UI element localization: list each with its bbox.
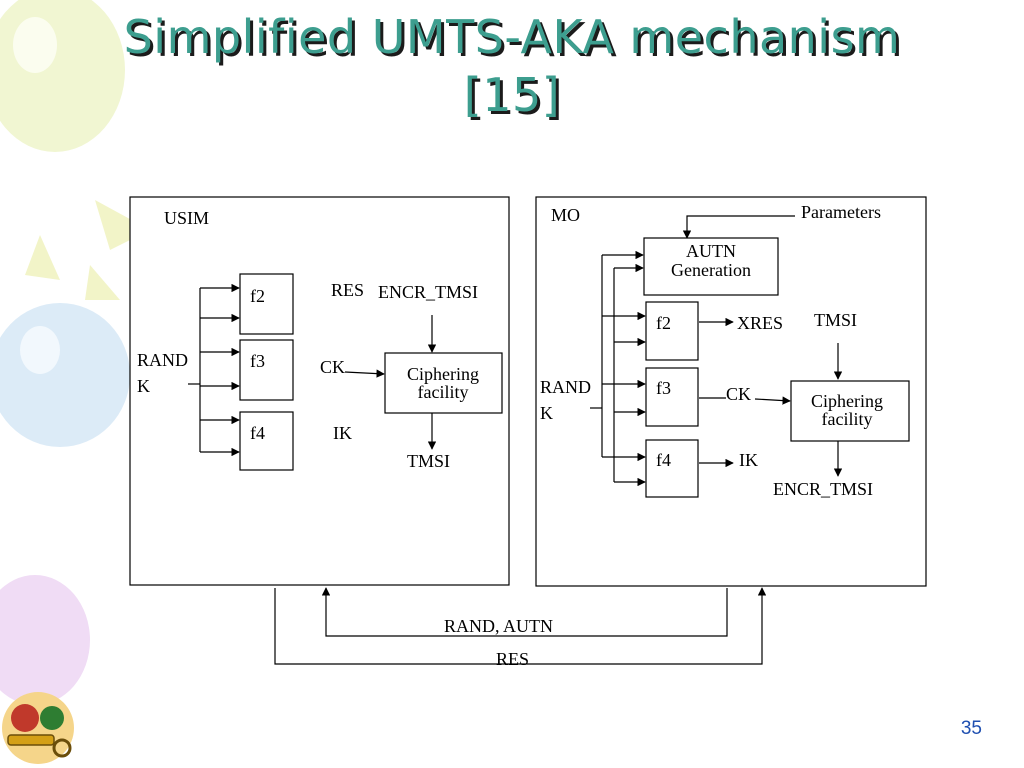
usim-label: USIM <box>164 208 209 228</box>
usim-cipher-line2: facility <box>418 382 469 402</box>
mo-cipher-line1: Ciphering <box>811 391 883 411</box>
usim-f3-box: f3 <box>239 339 294 401</box>
mo-tmsi-label: TMSI <box>814 310 857 330</box>
usim-f2-label: f2 <box>250 286 265 306</box>
res-link-label: RES <box>496 649 529 669</box>
rand-autn-label: RAND, AUTN <box>444 616 553 636</box>
mo-ciphering-box: Ciphering facility <box>790 380 910 442</box>
mo-ik-label: IK <box>739 450 758 470</box>
usim-ck-label: CK <box>320 357 345 377</box>
usim-cipher-line1: Ciphering <box>407 364 479 384</box>
usim-cipher-arrows <box>344 315 437 450</box>
mo-f2-box: f2 <box>645 301 699 361</box>
mo-output-arrows <box>699 317 843 477</box>
usim-ik-label: IK <box>333 423 352 443</box>
usim-panel: USIM RAND K f2 f3 f4 RES ENCR_TMSI C <box>129 196 510 586</box>
usim-ciphering-box: Ciphering facility <box>384 352 503 414</box>
mo-encr-tmsi-label: ENCR_TMSI <box>773 479 873 499</box>
usim-encr-tmsi-label: ENCR_TMSI <box>378 282 478 302</box>
usim-tmsi-label: TMSI <box>407 451 450 471</box>
usim-input-k: K <box>137 376 150 396</box>
mo-autn-line1: AUTN <box>686 241 736 261</box>
usim-input-rand: RAND <box>137 350 188 370</box>
mo-autn-box: AUTN Generation <box>643 237 779 296</box>
key-logo <box>2 692 74 764</box>
balloon-blue <box>0 303 130 447</box>
mo-f2-label: f2 <box>656 313 671 333</box>
mo-parameters-label: Parameters <box>801 202 881 222</box>
mo-f3-label: f3 <box>656 378 671 398</box>
mo-cipher-line2: facility <box>822 409 873 429</box>
rand-autn-link <box>321 587 728 637</box>
usim-mo-links <box>274 587 767 665</box>
mo-input-rand: RAND <box>540 377 591 397</box>
mo-input-branches <box>590 250 646 487</box>
mo-label: MO <box>551 205 580 225</box>
slide-title: Simplified UMTS-AKA mechanism [15] <box>60 8 964 124</box>
mo-f3-box: f3 <box>645 367 699 427</box>
slide-title-line2: [15] <box>463 68 561 122</box>
usim-res-label: RES <box>331 280 364 300</box>
sun-rays <box>25 200 150 300</box>
mo-f4-label: f4 <box>656 450 671 470</box>
mo-panel: MO Parameters AUTN Generation RAND K <box>535 196 927 587</box>
mo-xres-label: XRES <box>737 313 783 333</box>
usim-f4-box: f4 <box>239 411 294 471</box>
mo-f4-box: f4 <box>645 439 699 498</box>
mo-parameters-arrow <box>682 215 795 239</box>
balloon-purple <box>0 575 90 705</box>
usim-input-branches <box>188 283 240 457</box>
usim-f2-box: f2 <box>239 273 294 335</box>
usim-f4-label: f4 <box>250 423 265 443</box>
slide-title-line1: Simplified UMTS-AKA mechanism <box>123 10 901 64</box>
slide-number: 35 <box>960 718 982 739</box>
mo-input-k: K <box>540 403 553 423</box>
balloon-yellow <box>0 0 125 152</box>
mo-autn-line2: Generation <box>671 260 751 280</box>
usim-f3-label: f3 <box>250 351 265 371</box>
mo-ck-label: CK <box>726 384 751 404</box>
res-link <box>274 587 767 665</box>
